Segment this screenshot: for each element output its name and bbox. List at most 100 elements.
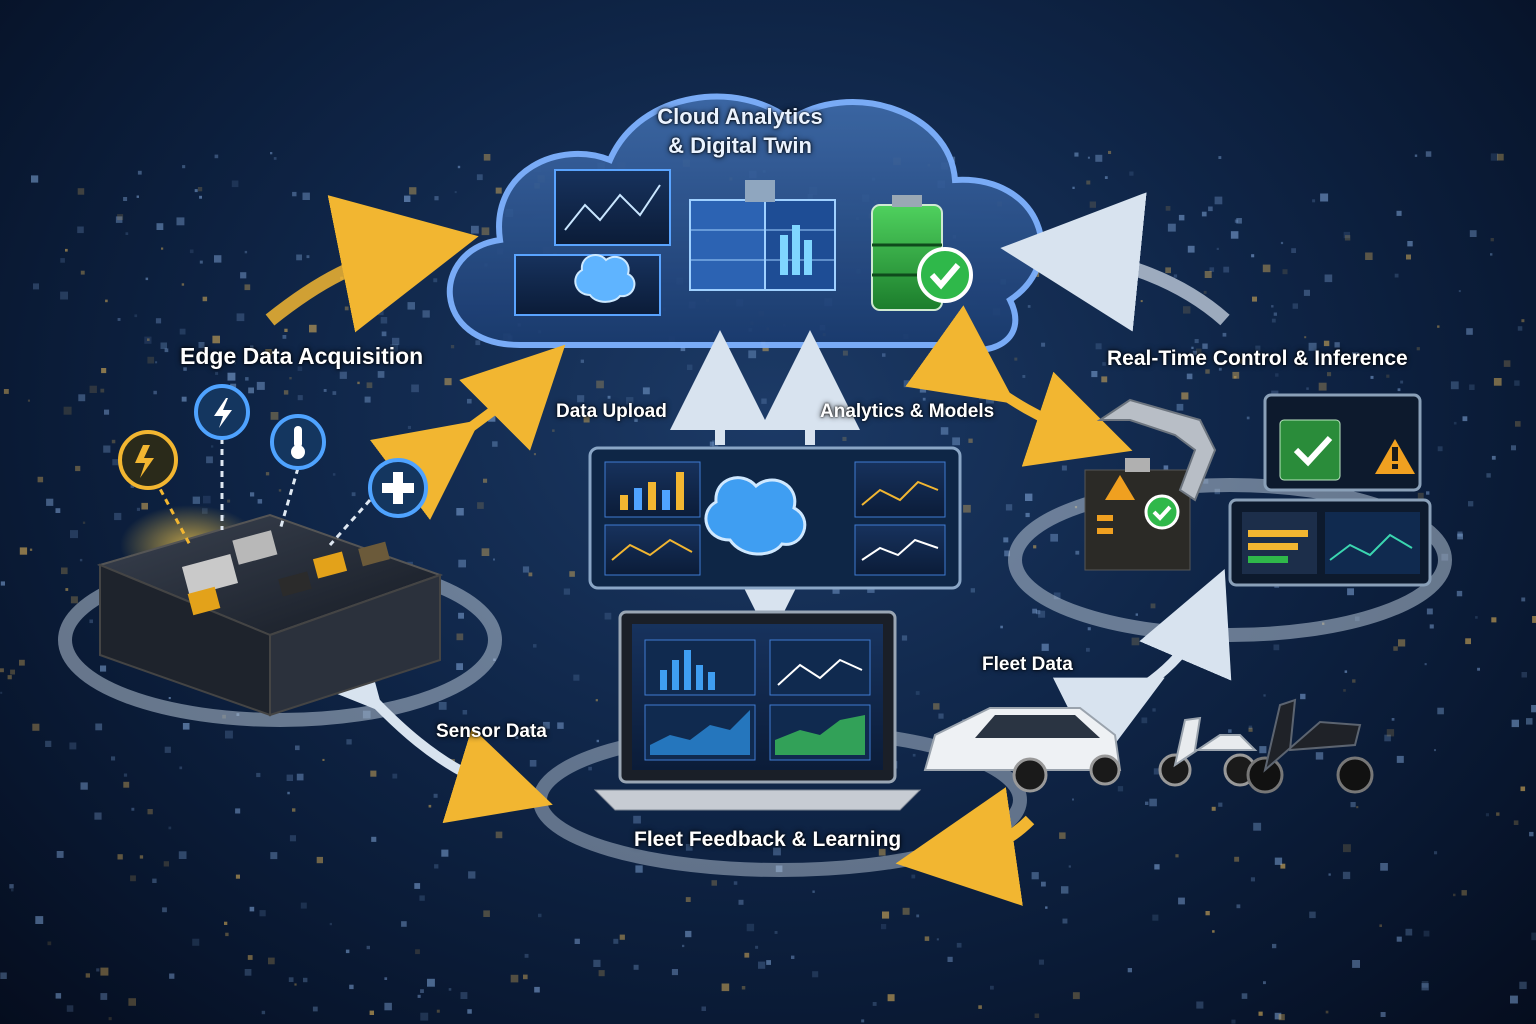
- data-dot: [1209, 267, 1215, 272]
- data-dot: [861, 1019, 865, 1023]
- data-dot: [1005, 504, 1013, 511]
- data-dot: [1196, 348, 1202, 355]
- data-dot: [278, 489, 282, 492]
- data-dot: [164, 746, 171, 753]
- data-dot: [1417, 492, 1424, 499]
- data-dot: [458, 612, 464, 619]
- data-dot: [1531, 932, 1536, 941]
- data-dot: [1000, 625, 1003, 629]
- data-dot: [286, 774, 293, 781]
- data-dot: [300, 902, 307, 909]
- data-dot: [1416, 347, 1420, 351]
- data-dot: [302, 192, 310, 200]
- data-dot: [1248, 727, 1253, 732]
- checkmark-icon: [917, 247, 973, 303]
- data-dot: [1136, 681, 1139, 684]
- data-dot: [1072, 798, 1074, 801]
- data-dot: [1196, 1001, 1204, 1009]
- data-dot: [924, 936, 930, 941]
- data-dot: [141, 502, 148, 510]
- data-dot: [312, 1006, 318, 1012]
- data-dot: [1248, 725, 1253, 729]
- data-dot: [604, 612, 612, 620]
- data-dot: [202, 296, 208, 302]
- data-dot: [60, 291, 68, 300]
- data-dot: [1529, 831, 1534, 837]
- data-dot: [415, 949, 420, 955]
- data-dot: [1208, 206, 1213, 212]
- data-dot: [1263, 981, 1266, 985]
- cloud-title-line2: & Digital Twin: [668, 133, 812, 158]
- data-dot: [1202, 343, 1208, 349]
- data-dot: [1230, 231, 1239, 239]
- data-dot: [1437, 325, 1440, 328]
- data-dot: [240, 272, 247, 279]
- data-dot: [766, 960, 771, 965]
- data-dot: [225, 730, 233, 739]
- data-dot: [1514, 380, 1520, 386]
- data-dot: [744, 952, 750, 958]
- data-dot: [1453, 421, 1457, 425]
- data-dot: [434, 864, 439, 869]
- data-dot: [607, 395, 611, 399]
- data-dot: [1308, 342, 1317, 351]
- data-dot: [467, 398, 472, 404]
- data-dot: [155, 361, 158, 364]
- data-dot: [414, 883, 421, 889]
- data-dot: [203, 495, 211, 504]
- edge-battery-module: [96, 505, 444, 717]
- data-dot: [199, 195, 202, 199]
- data-dot: [1231, 1019, 1236, 1024]
- data-dot: [1274, 1012, 1282, 1020]
- data-dot: [1273, 644, 1280, 651]
- data-dot: [495, 187, 502, 194]
- data-dot: [181, 396, 187, 402]
- data-dot: [1300, 693, 1306, 700]
- data-dot: [259, 910, 266, 917]
- data-dot: [1379, 924, 1382, 927]
- data-dot: [1521, 672, 1527, 678]
- data-dot: [1526, 718, 1533, 725]
- data-dot: [381, 331, 387, 337]
- data-dot: [1491, 455, 1496, 460]
- data-dot: [1486, 473, 1491, 478]
- data-dot: [1234, 856, 1240, 862]
- data-dot: [633, 815, 641, 824]
- data-dot: [392, 337, 400, 346]
- data-dot: [534, 986, 540, 993]
- data-dot: [46, 498, 54, 506]
- data-dot: [493, 558, 495, 561]
- data-dot: [1045, 906, 1048, 909]
- data-dot: [357, 381, 360, 385]
- data-dot: [1175, 854, 1179, 858]
- data-dot: [1101, 376, 1108, 383]
- checkmark-icon: [1144, 494, 1180, 530]
- data-dot: [1521, 319, 1525, 323]
- data-dot: [1365, 252, 1373, 260]
- data-dot: [1057, 413, 1060, 416]
- data-dot: [288, 977, 294, 982]
- data-dot: [268, 957, 275, 965]
- data-dot: [1426, 608, 1433, 615]
- data-dot: [1187, 245, 1195, 253]
- data-dot: [1125, 307, 1133, 315]
- data-dot: [456, 663, 463, 670]
- data-dot: [3, 389, 9, 394]
- data-dot: [1450, 381, 1459, 390]
- data-dot: [842, 350, 848, 356]
- data-dot: [970, 588, 975, 593]
- data-dot: [1393, 646, 1398, 651]
- data-dot: [533, 644, 537, 648]
- data-dot: [1252, 296, 1257, 302]
- data-dot: [721, 983, 730, 992]
- data-dot: [1050, 533, 1058, 542]
- data-dot: [773, 847, 781, 856]
- data-dot: [971, 357, 975, 361]
- data-dot: [244, 250, 248, 254]
- data-dot: [734, 386, 740, 392]
- data-dot: [161, 247, 164, 250]
- analytics-models-arrow: [905, 305, 1133, 467]
- data-dot: [1258, 1011, 1263, 1016]
- data-dot: [1153, 768, 1160, 775]
- data-dot: [933, 703, 940, 710]
